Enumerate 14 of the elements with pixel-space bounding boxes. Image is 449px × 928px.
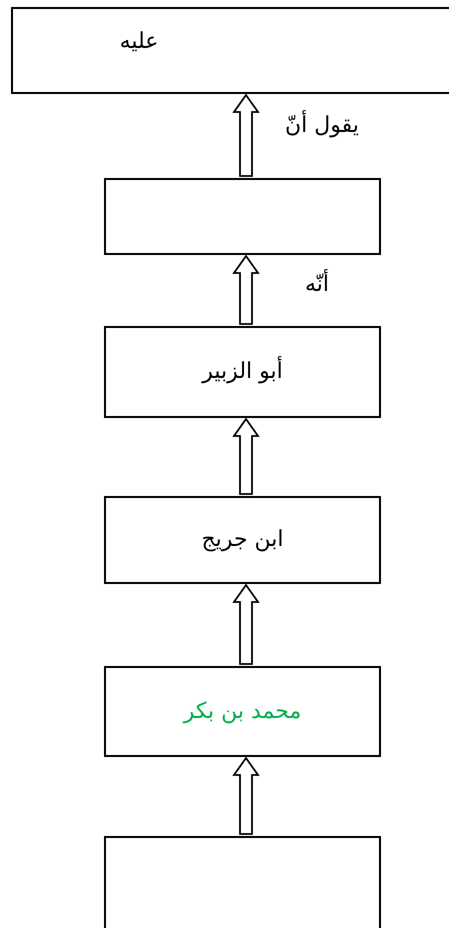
- narrator-box: [104, 496, 381, 584]
- hollow-arrow: [232, 583, 260, 665]
- hollow-arrow: [232, 417, 260, 495]
- empty-box: [104, 178, 381, 255]
- hollow-arrow: [232, 93, 260, 177]
- narrator-name: عليه: [120, 28, 158, 55]
- narrator-name: محمد بن بكر: [184, 698, 302, 725]
- narrator-name: ابن جريج: [201, 527, 284, 554]
- narrator-box: [104, 326, 381, 418]
- narrator-box: [104, 666, 381, 757]
- narrator-box: [11, 7, 449, 94]
- hollow-arrow: [232, 756, 260, 835]
- hollow-arrow: [232, 254, 260, 325]
- empty-box: [104, 836, 381, 928]
